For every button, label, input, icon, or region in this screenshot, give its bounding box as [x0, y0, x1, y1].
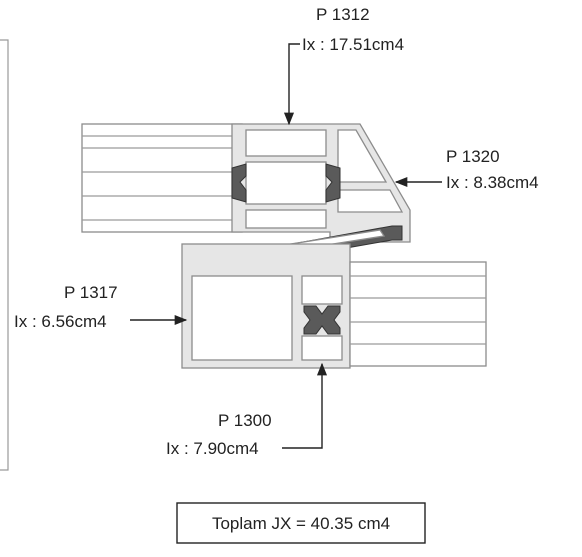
- label-p1300: P 1300 Ix : 7.90cm4: [166, 362, 328, 458]
- label-p1312: P 1312 Ix : 17.51cm4: [283, 5, 404, 126]
- p1320-ix: Ix : 8.38cm4: [446, 173, 539, 192]
- p1317-ix: Ix : 6.56cm4: [14, 312, 107, 331]
- label-p1320: P 1320 Ix : 8.38cm4: [394, 147, 539, 192]
- total-box: Toplam JX = 40.35 cm4: [176, 502, 426, 544]
- p1300-name: P 1300: [218, 411, 272, 430]
- p1312-name: P 1312: [316, 5, 370, 24]
- upper-sash-profile: [81, 123, 411, 243]
- sash-gasket-right: [325, 163, 341, 203]
- total-inertia: Toplam JX = 40.35 cm4: [212, 514, 390, 533]
- lower-frame-profile: [181, 243, 487, 369]
- sash-gasket-left: [231, 163, 247, 203]
- p1317-name: P 1317: [64, 283, 118, 302]
- p1300-ix: Ix : 7.90cm4: [166, 439, 259, 458]
- left-frame-border: [0, 39, 9, 471]
- frame-gasket-center: [303, 305, 341, 335]
- p1320-name: P 1320: [446, 147, 500, 166]
- label-p1317: P 1317 Ix : 6.56cm4: [14, 283, 188, 331]
- p1312-ix: Ix : 17.51cm4: [302, 35, 404, 54]
